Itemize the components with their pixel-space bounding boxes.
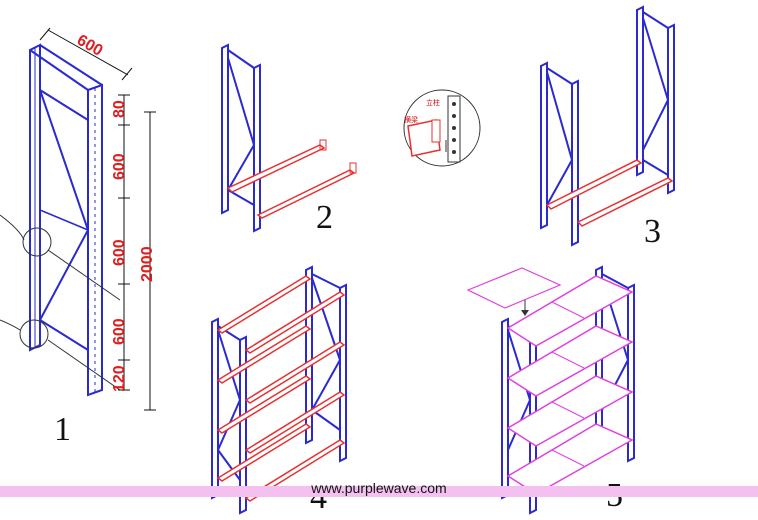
step-1-number: 1	[54, 411, 71, 448]
beam-callout-label: 横梁	[404, 115, 418, 124]
spacing-3-label: 600	[111, 318, 128, 345]
watermark-text: www.purplewave.com	[311, 480, 447, 496]
watermark-band	[0, 486, 758, 497]
step5-panels-inserted: 5	[466, 265, 635, 515]
top-offset-label: 80	[111, 100, 128, 118]
step-2-number: 2	[316, 199, 333, 236]
spacing-2-label: 600	[111, 239, 128, 266]
frame-depth-label: 600	[74, 32, 106, 60]
total-height-label: 2000	[139, 246, 156, 282]
step3-two-frames: 3	[540, 5, 675, 250]
spacing-1-label: 600	[111, 153, 128, 180]
step4-beams-assembled: 4	[211, 265, 347, 516]
upright-callout-label: 立柱	[426, 98, 440, 107]
beam-connection-callout: 立柱 横梁	[403, 89, 481, 167]
bottom-offset-label: 120	[111, 365, 128, 392]
step2-frame-with-beams: 2	[221, 43, 357, 236]
step-3-number: 3	[644, 213, 661, 250]
step1-upright-frame: 600 80 600 600 600 120 2000 1	[0, 27, 156, 448]
